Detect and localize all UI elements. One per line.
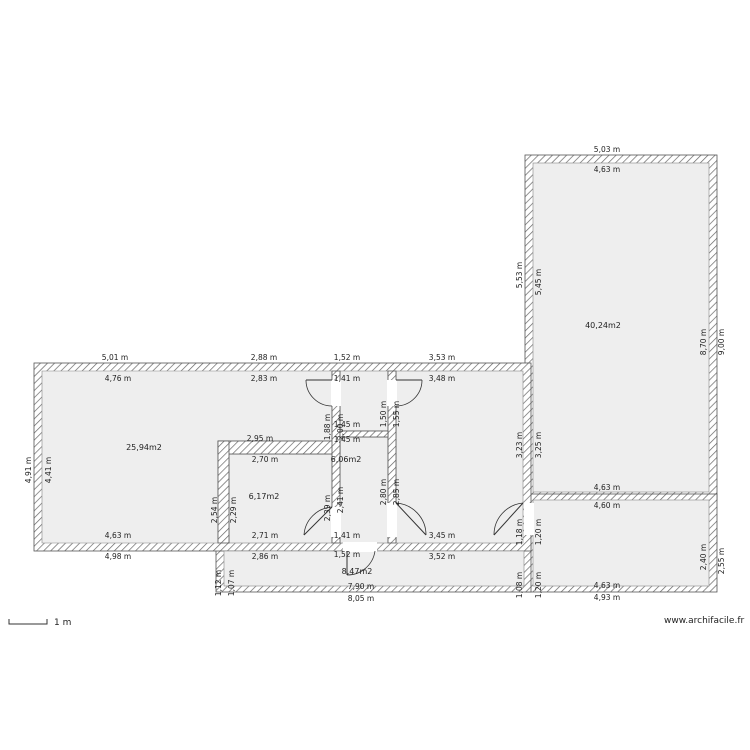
dim-label: 5,53 m xyxy=(515,262,524,288)
scale-bar-label: 1 m xyxy=(54,618,71,628)
dim-label: 2,41 m xyxy=(336,487,345,513)
dim-label: 4,93 m xyxy=(594,593,620,602)
dim-label: 5,03 m xyxy=(594,145,620,154)
dim-label: 1,52 m xyxy=(334,550,360,559)
dim-label: 1,08 m xyxy=(515,572,524,598)
dim-label: 1,52 m xyxy=(334,353,360,362)
dim-label: 1,12 m xyxy=(214,570,223,596)
dim-label: 3,45 m xyxy=(429,531,455,540)
dim-label: 1,45 m xyxy=(334,420,360,429)
dim-label: 1,07 m xyxy=(227,570,236,596)
scale-bar: 1 m xyxy=(8,618,71,628)
dim-label: 4,63 m xyxy=(594,581,620,590)
dim-label: 2,80 m xyxy=(379,479,388,505)
doors xyxy=(303,379,534,576)
dim-label: 4,63 m xyxy=(594,165,620,174)
wall-small-room-top xyxy=(217,440,341,455)
room-area-corridor: 8,47m2 xyxy=(342,567,373,576)
floor-corridor xyxy=(223,550,525,587)
floor-big-room xyxy=(532,162,710,493)
dim-label: 2,40 m xyxy=(699,544,708,570)
dim-label: 2,54 m xyxy=(210,497,219,523)
dim-label: 4,76 m xyxy=(105,374,131,383)
dim-label: 1,18 m xyxy=(515,519,524,545)
scale-bar-line xyxy=(8,619,48,625)
dim-label: 2,70 m xyxy=(252,455,278,464)
wall-middle-right xyxy=(387,370,397,544)
dim-label: 1,45 m xyxy=(334,435,360,444)
dim-label: 2,86 m xyxy=(252,552,278,561)
dim-label: 7,90 m xyxy=(348,582,374,591)
dim-label: 1,20 m xyxy=(534,519,543,545)
dim-label: 3,52 m xyxy=(429,552,455,561)
dim-label: 2,88 m xyxy=(251,353,277,362)
floor-middle-top xyxy=(339,370,389,432)
dim-label: 2,83 m xyxy=(251,374,277,383)
dim-label: 4,63 m xyxy=(594,483,620,492)
inner-walls xyxy=(217,370,397,544)
dim-label: 3,53 m xyxy=(429,353,455,362)
dim-label: 2,71 m xyxy=(252,531,278,540)
dim-label: 2,00 m xyxy=(336,414,345,440)
dim-label: 1,88 m xyxy=(323,414,332,440)
dim-label: 1,41 m xyxy=(334,531,360,540)
dim-label: 2,39 m xyxy=(323,495,332,521)
dim-label: 2,95 m xyxy=(247,434,273,443)
dim-label: 4,60 m xyxy=(594,501,620,510)
floors xyxy=(41,162,710,587)
dim-label: 1,20 m xyxy=(534,572,543,598)
dimension-labels-horizontal: 5,01 m 4,76 m 2,88 m 2,83 m 1,52 m 1,41 … xyxy=(102,145,620,603)
room-area-middle-room: 6,06m2 xyxy=(331,455,362,464)
dim-label: 9,00 m xyxy=(717,329,726,355)
dim-label: 5,45 m xyxy=(534,269,543,295)
dim-label: 4,91 m xyxy=(24,457,33,483)
room-area-small-room: 6,17m2 xyxy=(249,492,280,501)
dim-label: 4,63 m xyxy=(105,531,131,540)
room-area-big-room: 40,24m2 xyxy=(585,321,621,330)
dim-label: 2,29 m xyxy=(229,497,238,523)
dim-label: 5,01 m xyxy=(102,353,128,362)
dim-label: 3,23 m xyxy=(515,432,524,458)
dim-label: 4,41 m xyxy=(44,457,53,483)
room-labels: 25,94m2 6,17m2 6,06m2 40,24m2 8,47m2 xyxy=(126,321,621,576)
floor-hall xyxy=(395,370,524,544)
dim-label: 1,50 m xyxy=(379,401,388,427)
dim-label: 2,85 m xyxy=(392,479,401,505)
wall-middle-divider xyxy=(339,430,389,438)
credit-text: www.archifacile.fr xyxy=(664,616,744,626)
dim-label: 3,48 m xyxy=(429,374,455,383)
dimension-labels-vertical: 4,91 m 4,41 m 5,53 m 5,45 m 8,70 m 9,00 … xyxy=(24,262,726,598)
dim-label: 4,98 m xyxy=(105,552,131,561)
floor-right-lower-room xyxy=(532,499,710,587)
dim-label: 2,55 m xyxy=(717,548,726,574)
floor-middle-room xyxy=(339,436,389,544)
room-area-living: 25,94m2 xyxy=(126,443,162,452)
dim-label: 1,55 m xyxy=(392,401,401,427)
floor-small-room xyxy=(228,453,333,544)
dim-label: 8,70 m xyxy=(699,329,708,355)
wall-middle-left xyxy=(331,370,341,544)
wall-small-room-left xyxy=(217,440,230,544)
dim-label: 8,05 m xyxy=(348,594,374,603)
dim-label: 1,41 m xyxy=(334,374,360,383)
dim-label: 3,25 m xyxy=(534,432,543,458)
